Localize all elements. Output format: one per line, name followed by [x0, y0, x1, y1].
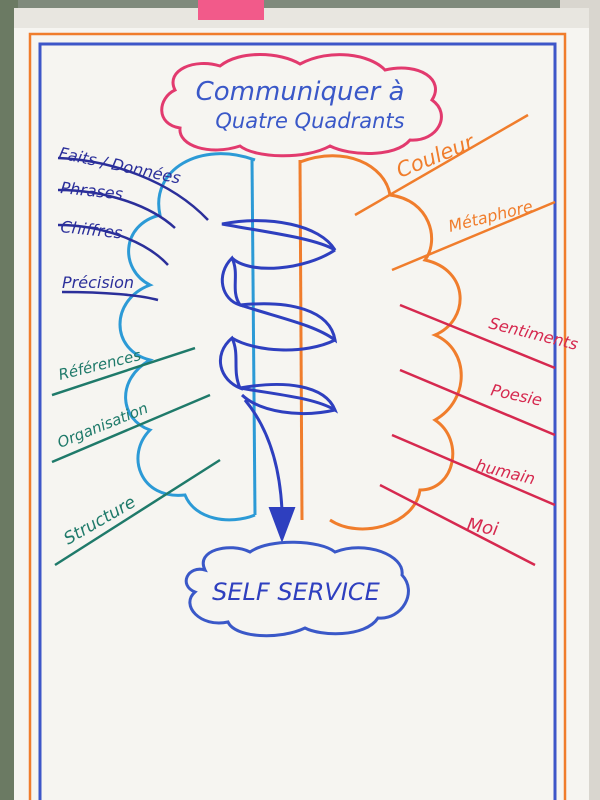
title-cloud [160, 53, 443, 158]
self-service-cloud [184, 540, 410, 638]
right-red-lines [379, 303, 556, 567]
right-orange-lines [354, 113, 556, 272]
frame-orange [28, 32, 567, 800]
spiral-crescents [219, 219, 339, 415]
sticky-note [198, 0, 264, 20]
title-line-2: Quatre Quadrants [215, 109, 404, 133]
arrow-head [268, 507, 296, 543]
self-service-label: SELF SERVICE [212, 578, 381, 606]
arrow-shaft [243, 399, 284, 511]
frame-blue [38, 42, 557, 800]
left-navy-lines [57, 156, 209, 302]
paper-top-binding [14, 8, 589, 28]
background-left-edge [0, 0, 18, 800]
label-precision: Précision [62, 273, 134, 292]
left-teal-lines [51, 346, 221, 567]
left-brain-outline [118, 152, 256, 522]
title-line-1: Communiquer à [196, 77, 405, 107]
left-brain-midline [250, 157, 257, 516]
right-brain-midline [298, 159, 304, 521]
